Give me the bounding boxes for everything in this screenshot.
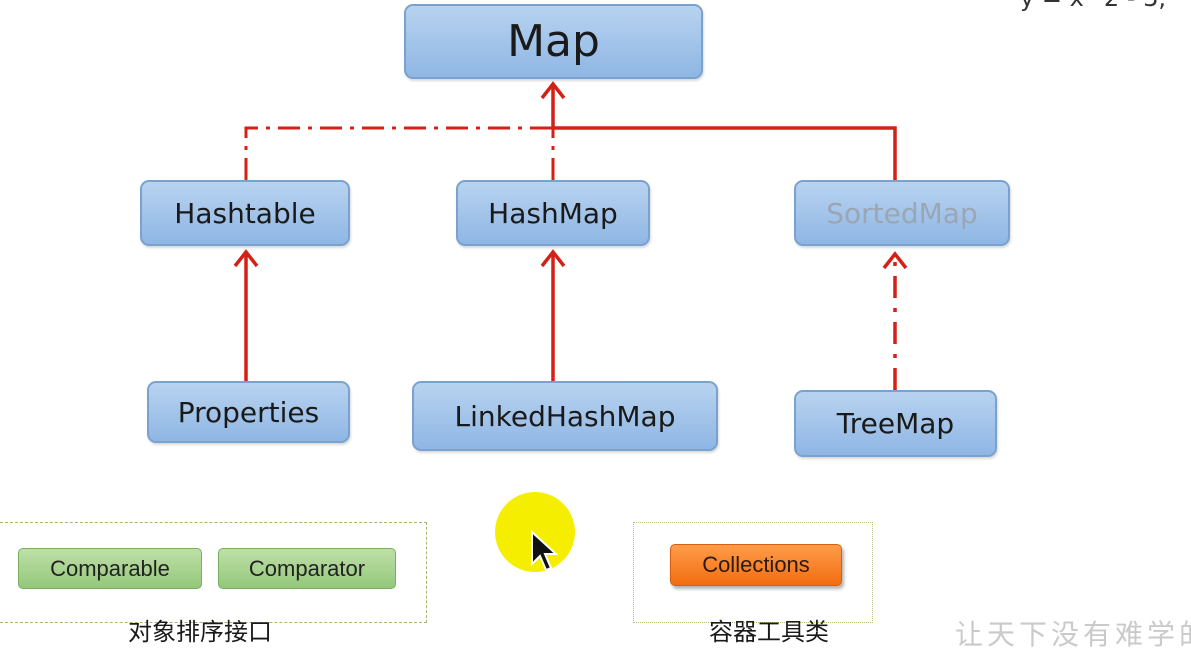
node-map: Map xyxy=(404,4,703,79)
node-linkedhashmap-label: LinkedHashMap xyxy=(454,399,676,433)
node-hashmap: HashMap xyxy=(456,180,650,246)
node-sortedmap-label: SortedMap xyxy=(826,196,978,230)
node-treemap-label: TreeMap xyxy=(836,407,955,440)
arrowhead-sortedmap xyxy=(882,251,908,270)
node-hashtable-label: Hashtable xyxy=(174,196,316,230)
mouse-cursor-icon xyxy=(531,530,558,572)
node-treemap: TreeMap xyxy=(794,390,997,457)
sorting-interfaces-caption: 对象排序接口 xyxy=(128,618,272,646)
arrowhead-hashtable xyxy=(233,249,259,268)
node-hashtable: Hashtable xyxy=(140,180,350,246)
node-linkedhashmap: LinkedHashMap xyxy=(412,381,718,451)
node-map-label: Map xyxy=(507,16,600,67)
container-tools-caption: 容器工具类 xyxy=(709,618,829,646)
node-hashmap-label: HashMap xyxy=(488,196,618,230)
arrowhead-hashmap xyxy=(540,249,566,268)
comparable-box: Comparable xyxy=(18,548,202,589)
collections-box: Collections xyxy=(670,544,842,586)
node-properties: Properties xyxy=(147,381,350,443)
node-sortedmap: SortedMap xyxy=(794,180,1010,246)
corner-formula-text: y = x^2 - 3; xyxy=(1020,0,1166,12)
comparator-box: Comparator xyxy=(218,548,396,589)
arrowhead-map xyxy=(540,81,566,100)
edge-hashtable-map xyxy=(244,126,553,180)
node-properties-label: Properties xyxy=(177,395,320,429)
watermark-text: 让天下没有难学的 xyxy=(955,618,1191,651)
sorting-interfaces-group xyxy=(0,522,427,623)
edge-sortedmap-map xyxy=(551,84,897,180)
container-tools-group xyxy=(633,522,873,623)
